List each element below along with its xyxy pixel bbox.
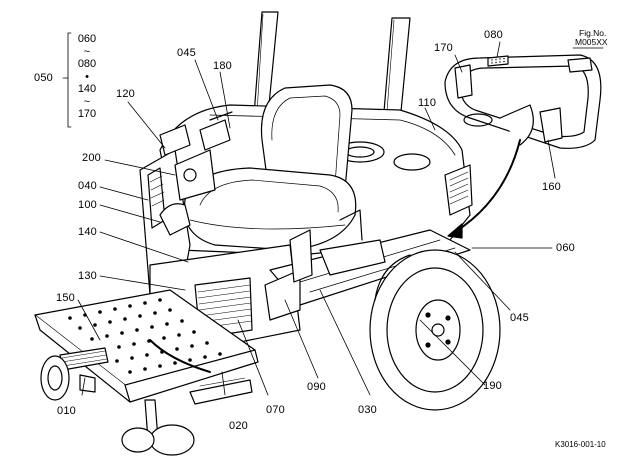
callout-060: 060	[556, 242, 575, 254]
lever-console	[264, 209, 363, 321]
range-list: 060 ~ 080 • 140 ~ 170	[73, 33, 101, 121]
callout-100: 100	[78, 199, 97, 211]
range-item: ~	[83, 45, 91, 58]
range-item: 080	[77, 58, 97, 70]
range-item: 140	[77, 83, 97, 95]
callout-070: 070	[266, 404, 285, 416]
engine-bay-components	[159, 111, 233, 201]
callout-120: 120	[116, 88, 135, 100]
leader-lines	[62, 32, 604, 396]
footer-code: K3016-001-10	[555, 440, 606, 449]
range-item: 170	[77, 108, 97, 120]
callout-050: 050	[34, 72, 53, 84]
callout-140: 140	[78, 226, 97, 238]
inset-rear-hood	[444, 54, 602, 239]
callout-110: 110	[418, 97, 437, 109]
callout-030: 030	[358, 404, 377, 416]
callout-045-right: 045	[510, 312, 529, 324]
callout-150: 150	[56, 292, 75, 304]
callout-190: 190	[483, 380, 502, 392]
callout-090: 090	[307, 381, 326, 393]
range-item: ~	[83, 95, 91, 108]
callout-020: 020	[229, 420, 248, 432]
callout-200: 200	[82, 152, 101, 164]
fig-no-value: M005XX	[575, 37, 608, 47]
foot-platform	[34, 289, 259, 405]
caster-wheels	[40, 355, 195, 456]
callout-160: 160	[542, 181, 561, 193]
callout-130: 130	[78, 270, 97, 282]
callout-080: 080	[484, 29, 503, 41]
callout-180: 180	[213, 60, 232, 72]
operator-seat	[183, 84, 357, 251]
callout-010: 010	[57, 405, 76, 417]
callout-170: 170	[434, 42, 453, 54]
rear-tire	[369, 249, 501, 411]
range-item: 060	[77, 33, 97, 45]
callout-040: 040	[78, 180, 97, 192]
range-item: •	[85, 70, 89, 83]
fig-no-label: Fig.No.	[579, 28, 607, 38]
callout-045-top: 045	[177, 47, 196, 59]
